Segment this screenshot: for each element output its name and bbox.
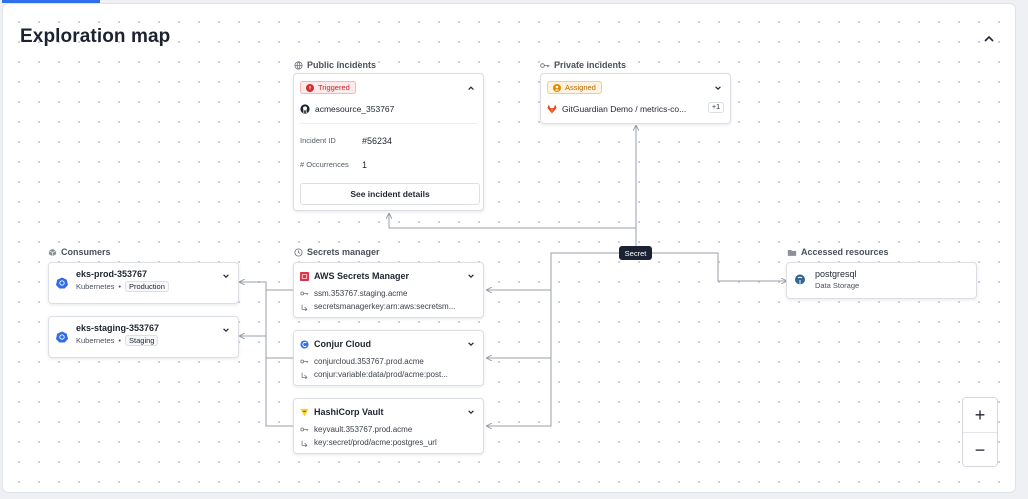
alert-icon [306, 83, 314, 92]
conjur-icon [300, 339, 309, 349]
occurrences-row: # Occurrences 1 [300, 160, 368, 170]
box-icon [48, 248, 57, 256]
collapse-button[interactable] [976, 26, 1002, 52]
manager-path: key:secret/prod/acme:postgres_url [314, 438, 437, 447]
active-tab-indicator [2, 0, 100, 3]
zoom-out-button[interactable]: − [963, 432, 997, 467]
secret-node[interactable]: Secret [619, 246, 652, 260]
see-incident-details-button[interactable]: See incident details [300, 183, 480, 205]
gitlab-icon [547, 104, 557, 114]
path-icon [301, 304, 308, 311]
secret-manager-card[interactable]: AWS Secrets Manager ssm.353767.staging.a… [293, 262, 484, 318]
accessed-resources-label: Accessed resources [787, 247, 889, 257]
chevron-down-icon[interactable] [222, 326, 230, 334]
incident-source: GitGuardian Demo / metrics-co... [562, 104, 687, 114]
consumer-card[interactable]: eks-prod-353767 Kubernetes•Production [48, 262, 239, 304]
manager-name: Conjur Cloud [314, 339, 371, 349]
incident-source: acmesource_353767 [315, 104, 395, 114]
secret-manager-card[interactable]: HashiCorp Vault keyvault.353767.prod.acm… [293, 398, 484, 454]
incident-id-row: Incident ID #56234 [300, 136, 393, 146]
key-icon [540, 62, 550, 68]
user-icon [553, 83, 561, 92]
chevron-down-icon[interactable] [467, 408, 475, 416]
public-incident-card[interactable]: Triggered acmesource_353767 Incident ID … [293, 73, 484, 211]
chevron-up-icon [984, 35, 994, 42]
public-incidents-label: Public incidents [294, 60, 376, 70]
status-badge: Triggered [300, 81, 356, 94]
private-incident-card[interactable]: Assigned GitGuardian Demo / metrics-co..… [540, 73, 731, 124]
env-tag: Staging [125, 335, 159, 346]
folder-icon [787, 249, 797, 256]
postgresql-icon [795, 274, 805, 285]
chevron-up-icon[interactable] [467, 84, 475, 92]
vault-icon [300, 408, 309, 417]
kubernetes-icon [56, 331, 68, 343]
chevron-down-icon[interactable] [222, 272, 230, 280]
clock-icon [294, 247, 303, 257]
key-icon [300, 427, 309, 432]
zoom-controls: + − [962, 397, 998, 467]
resource-card[interactable]: postgresql Data Storage [786, 262, 977, 299]
manager-name: HashiCorp Vault [314, 407, 384, 417]
key-icon [300, 359, 309, 364]
consumer-name: eks-staging-353767 [76, 323, 160, 333]
page-title: Exploration map [20, 26, 171, 47]
globe-icon [294, 60, 303, 70]
github-icon [300, 104, 310, 114]
zoom-in-button[interactable]: + [974, 404, 986, 425]
resource-name: postgresql [815, 269, 857, 279]
status-badge: Assigned [547, 81, 602, 94]
manager-host: conjurcloud.353767.prod.acme [314, 357, 424, 366]
env-tag: Production [125, 281, 169, 292]
aws-icon [300, 271, 309, 281]
chevron-down-icon[interactable] [714, 84, 722, 92]
private-incidents-label: Private incidents [540, 60, 626, 70]
secrets-manager-label: Secrets manager [294, 247, 380, 257]
path-icon [301, 372, 308, 379]
key-icon [300, 291, 309, 296]
more-badge[interactable]: +1 [708, 102, 724, 113]
path-icon [301, 440, 308, 447]
manager-name: AWS Secrets Manager [314, 271, 410, 281]
resource-type: Data Storage [815, 281, 860, 290]
consumers-label: Consumers [48, 247, 111, 257]
chevron-down-icon[interactable] [467, 272, 475, 280]
manager-path: secretsmanagerkey:arn:aws:secretsm... [314, 302, 456, 311]
consumer-card[interactable]: eks-staging-353767 Kubernetes•Staging [48, 316, 239, 358]
kubernetes-icon [56, 277, 68, 289]
manager-host: ssm.353767.staging.acme [314, 289, 408, 298]
chevron-down-icon[interactable] [467, 340, 475, 348]
manager-path: conjur:variable:data/prod/acme:post... [314, 370, 448, 379]
manager-host: keyvault.353767.prod.acme [314, 425, 413, 434]
secret-manager-card[interactable]: Conjur Cloud conjurcloud.353767.prod.acm… [293, 330, 484, 386]
consumer-name: eks-prod-353767 [76, 269, 148, 279]
